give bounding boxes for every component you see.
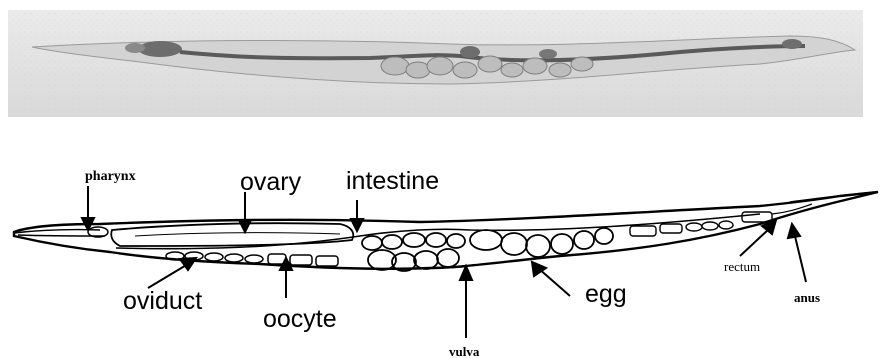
label-egg: egg <box>585 280 627 308</box>
label-pharynx: pharynx <box>85 169 136 184</box>
label-vulva: vulva <box>449 344 480 358</box>
label-ovary: ovary <box>240 168 302 196</box>
arrow-anus <box>788 224 806 282</box>
label-oocyte: oocyte <box>263 305 337 333</box>
label-intestine: intestine <box>346 167 439 195</box>
arrow-egg <box>532 262 570 296</box>
arrow-oviduct <box>148 258 196 288</box>
label-rectum: rectum <box>724 259 760 274</box>
label-oviduct: oviduct <box>123 287 202 315</box>
micrograph-panel <box>8 10 863 117</box>
schematic-body-outline <box>14 192 878 269</box>
arrow-vulva <box>460 266 472 338</box>
arrow-pharynx <box>82 186 94 230</box>
label-anus: anus <box>794 290 820 305</box>
